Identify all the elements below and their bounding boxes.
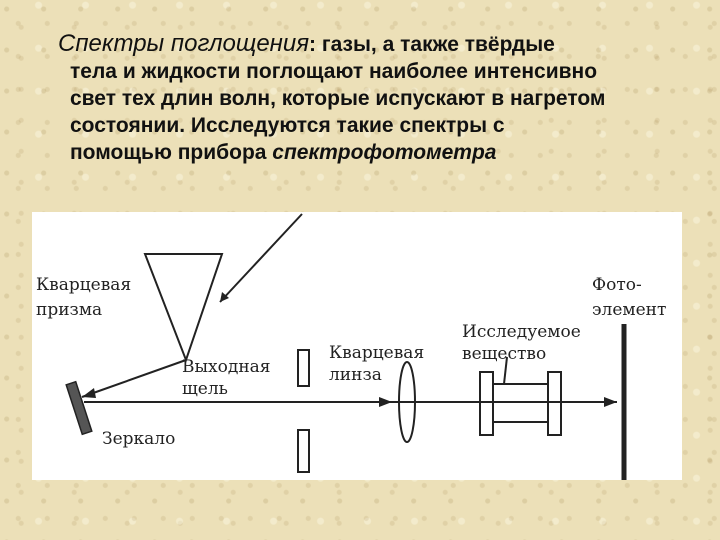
label-photo-2: элемент <box>592 300 666 320</box>
label-lens-2: линза <box>329 365 382 385</box>
quartz-prism <box>143 253 224 363</box>
text-line-1-rest: газы, а также твёрдые <box>321 33 555 56</box>
term-spectrophotometer: спектрофотометра <box>272 141 497 164</box>
axis-arrowhead-2 <box>604 397 617 407</box>
incoming-ray <box>219 213 303 303</box>
text-line-5: помощью прибора спектрофотометра <box>58 139 698 166</box>
sample-window-left <box>479 371 494 436</box>
colon: : <box>309 33 322 56</box>
label-lens-1: Кварцевая <box>329 343 424 363</box>
text-line-5-start: помощью прибора <box>70 141 273 164</box>
text-line-3: свет тех длин волн, которые испускают в … <box>70 87 606 110</box>
sample-window-right <box>547 371 562 436</box>
diagram-svg: Кварцевая призма Выходная щель Зеркало К… <box>36 213 666 480</box>
quartz-lens <box>398 361 416 443</box>
label-mirror: Зеркало <box>102 429 175 449</box>
text-line-1: Спектры поглощения: газы, а также твёрды… <box>58 30 698 58</box>
label-photo-1: Фото- <box>592 275 642 295</box>
ray-to-mirror <box>81 359 187 398</box>
label-prism-1: Кварцевая <box>36 275 131 295</box>
axis-arrowhead-1 <box>379 397 392 407</box>
text-line-2: тела и жидкости поглощают наиболее интен… <box>70 60 598 83</box>
sample-pointer <box>503 356 508 385</box>
text-line-4: состоянии. Исследуются такие спектры с <box>70 114 505 137</box>
label-sample-1: Исследуемое <box>462 322 581 342</box>
exit-slit-bottom <box>297 429 310 473</box>
label-slit-1: Выходная <box>182 357 271 377</box>
label-slit-2: щель <box>182 379 228 399</box>
incoming-ray-arrowhead <box>220 292 229 302</box>
term-absorption-spectra: Спектры поглощения <box>58 30 310 57</box>
label-prism-2: призма <box>36 300 102 320</box>
description-text: Спектры поглощения: газы, а также твёрды… <box>58 30 698 166</box>
mirror <box>65 380 93 436</box>
exit-slit-top <box>297 349 310 387</box>
label-sample-2: вещество <box>462 344 546 364</box>
ray-to-mirror-arrowhead <box>82 388 96 398</box>
spectrophotometer-diagram: Кварцевая призма Выходная щель Зеркало К… <box>32 212 682 480</box>
